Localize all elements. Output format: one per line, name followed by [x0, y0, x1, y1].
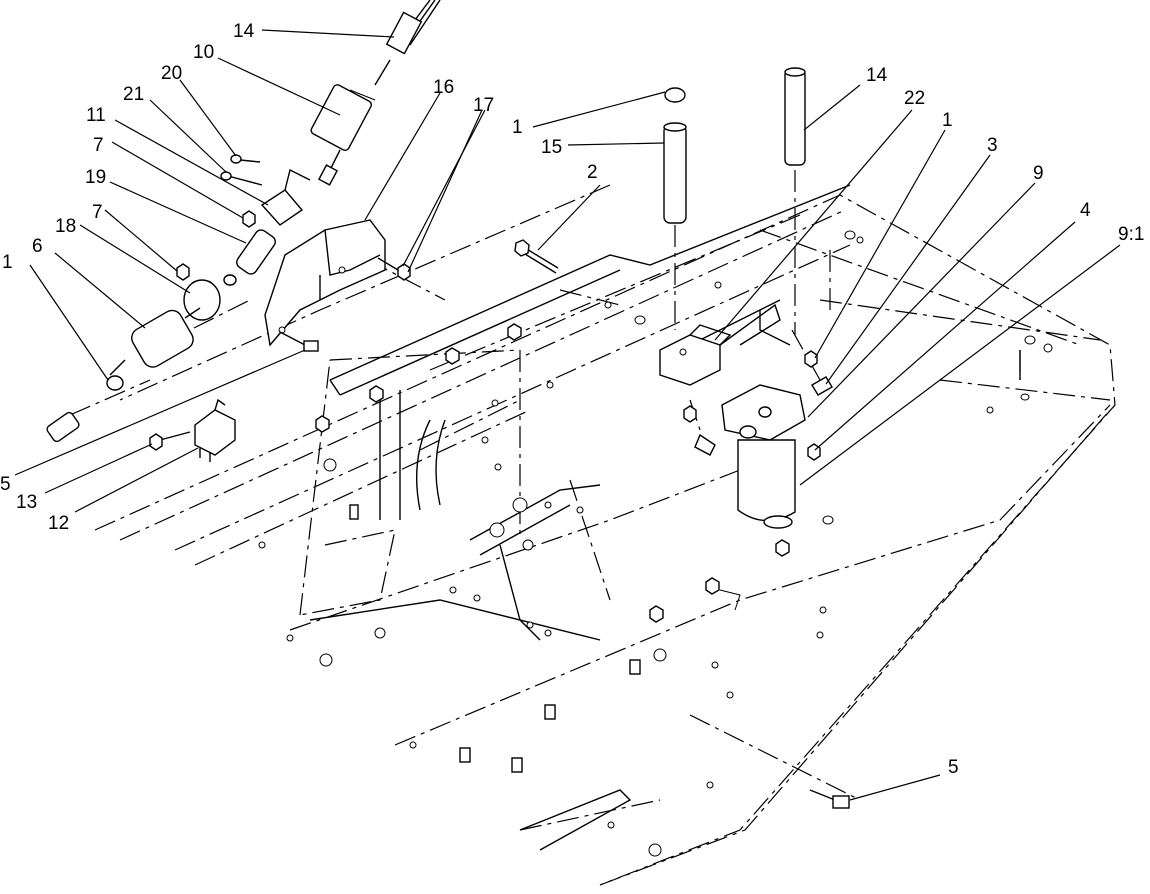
bracket-nuts — [377, 257, 411, 281]
relay — [194, 398, 236, 462]
callout-15: 15 — [541, 137, 562, 158]
callout-22: 22 — [904, 88, 925, 109]
fuel-hose-right — [784, 67, 806, 166]
callout-16: 16 — [433, 77, 454, 98]
callout-1: 1 — [512, 117, 523, 138]
elbow-fitting-right — [804, 350, 833, 396]
hose-clamp-left — [106, 375, 124, 391]
callout-1: 1 — [942, 110, 953, 131]
callout-5: 5 — [0, 474, 11, 495]
callout-10: 10 — [193, 42, 214, 63]
callout-11: 11 — [86, 105, 106, 126]
filter-clamp — [183, 274, 237, 321]
callout-17: 17 — [473, 95, 494, 116]
bracket-screw-left — [279, 331, 319, 352]
filter-bracket — [659, 303, 781, 386]
mount-bracket — [264, 219, 386, 347]
fuel-hose-left — [46, 411, 80, 443]
hex-nut-upper — [242, 210, 256, 228]
bracket-screw-right — [809, 789, 850, 809]
callout-4: 4 — [1080, 200, 1091, 221]
callout-5: 5 — [948, 757, 959, 778]
callout-19: 19 — [85, 167, 106, 188]
long-bolt — [514, 239, 559, 274]
callout-9: 9 — [1033, 163, 1044, 184]
callout-3: 3 — [987, 135, 998, 156]
callout-21: 21 — [123, 84, 144, 105]
fuel-hose-center — [663, 122, 687, 224]
pump-screws — [220, 154, 263, 186]
callout-13: 13 — [16, 492, 37, 513]
callout-labels: 14 10 20 21 11 7 19 18 7 1 6 16 17 1 15 … — [0, 21, 1144, 778]
callout-14: 14 — [866, 65, 888, 86]
callout-9-1: 9:1 — [1118, 224, 1144, 245]
water-separator-head — [721, 384, 806, 441]
frame-studs — [349, 504, 641, 773]
callout-14: 14 — [233, 21, 255, 42]
hose-clamp-top — [664, 87, 686, 103]
water-separator-filter — [737, 439, 796, 529]
relay-screw — [149, 431, 191, 451]
pump-bracket — [260, 168, 311, 226]
hose-piece — [236, 229, 276, 275]
fuel-hose-top — [385, 0, 441, 55]
callout-1: 1 — [2, 252, 13, 273]
callout-18: 18 — [55, 216, 76, 237]
callout-7: 7 — [92, 202, 103, 223]
leader-lines — [14, 29, 1121, 801]
frame-holes — [258, 230, 1053, 857]
hex-nut-lower — [176, 263, 190, 281]
elbow-fitting-left — [683, 405, 716, 456]
callout-2: 2 — [587, 162, 598, 183]
frame-outline — [69, 170, 1116, 886]
inline-fuel-filter — [109, 307, 201, 376]
callout-7: 7 — [93, 135, 104, 156]
fuel-pump — [310, 59, 391, 186]
callout-6: 6 — [32, 236, 43, 257]
callout-20: 20 — [161, 63, 182, 84]
callout-12: 12 — [48, 513, 69, 534]
frame-bolts — [315, 323, 790, 623]
